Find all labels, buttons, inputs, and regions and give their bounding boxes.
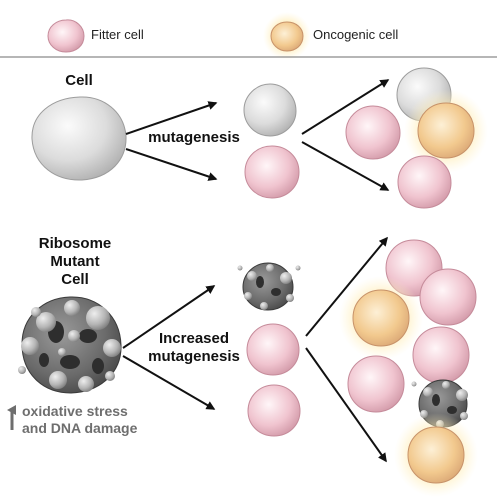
legend-oncogenic-cell-icon [263,12,311,60]
bottom-outcome-fitter-cell-2 [419,268,477,326]
oxidative-stress-line2: and DNA damage [22,420,138,436]
legend: Fitter cell Oncogenic cell [47,12,398,60]
mutagenesis-label: mutagenesis [148,129,240,146]
legend-oncogenic-label: Oncogenic cell [313,27,398,42]
ribosome-mutant-cell [18,296,122,394]
daughter-fitter-cell [244,145,300,199]
top-arrow-down [125,148,218,181]
top-arrow-up [125,101,218,135]
bottom-arrow-branch-down [305,347,387,463]
increased-mutagenesis-line1: Increased [159,330,229,347]
ribosome-mutant-label-line2: Mutant [50,253,99,270]
top-arrow-branch-up [301,79,390,135]
top-outcome-fitter-cell-left [345,105,401,160]
top-outcome-oncogenic-cell [404,89,488,173]
oxidative-stress-note: oxidative stress and DNA damage [7,403,138,436]
cell-label: Cell [65,72,93,89]
bottom-outcome-fitter-cell-3 [412,326,470,384]
bottom-arrow-down [122,355,216,410]
oxidative-stress-line1: oxidative stress [22,403,128,419]
ribosome-mutant-label-line1: Ribosome [39,235,112,252]
bottom-daughter-fitter-cell-lower [247,384,301,437]
daughter-mutant-cell [237,262,301,311]
bottom-arrow-branch-up [305,236,388,337]
bottom-arrow-up [122,285,216,349]
legend-fitter-label: Fitter cell [91,27,144,42]
bottom-outcome-oncogenic-cell-1 [339,276,423,360]
bottom-outcome-oncogenic-cell-2 [394,413,478,497]
bottom-outcome-fitter-cell-4 [347,355,405,413]
ribosome-mutant-label-line3: Cell [61,271,89,288]
top-arrow-branch-down [301,141,390,191]
normal-cell [31,96,127,181]
increased-mutagenesis-line2: mutagenesis [148,348,240,365]
top-outcome-fitter-cell-right [397,155,452,209]
bottom-daughter-fitter-cell-middle [246,323,300,376]
legend-fitter-cell-icon [47,19,85,53]
daughter-normal-cell [243,83,297,137]
